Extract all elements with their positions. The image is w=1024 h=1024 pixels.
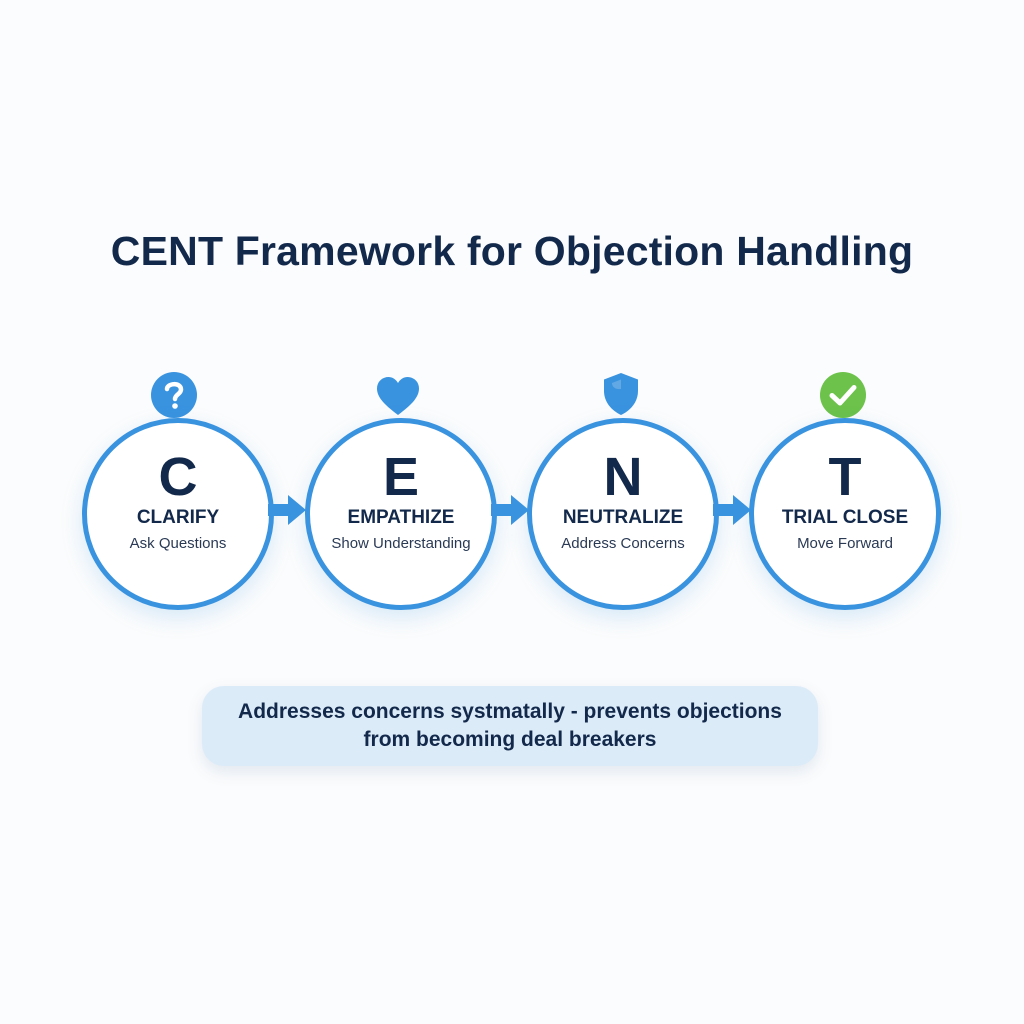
step-description: Move Forward [797,535,893,552]
step-letter: T [828,447,862,507]
step-description: Show Understanding [331,535,471,552]
step-name: TRIAL CLOSE [781,507,909,528]
heart-icon [377,377,419,415]
arrow-right-icon [491,495,529,525]
step-name: NEUTRALIZE [562,507,684,528]
step-letter: C [158,447,198,507]
question-icon [151,372,197,418]
summary-note-line-2: from becoming deal breakers [363,728,657,751]
summary-note-line-1: Addresses concerns systmatally - prevent… [238,700,782,723]
step-clarify: C CLARIFY Ask Questions [82,418,274,610]
step-empathize: E EMPATHIZE Show Understanding [305,418,497,610]
page-title: CENT Framework for Objection Handling [110,228,914,274]
step-description: Address Concerns [561,535,685,552]
arrow-right-icon [713,495,751,525]
step-name: CLARIFY [136,507,220,528]
shield-icon [604,373,638,415]
step-description: Ask Questions [129,535,227,552]
step-name: EMPATHIZE [347,507,455,528]
arrow-right-icon [268,495,306,525]
summary-note: Addresses concerns systmatally - prevent… [202,686,818,766]
step-neutralize: N NEUTRALIZE Address Concerns [527,418,719,610]
step-letter: N [603,447,643,507]
step-trial-close: T TRIAL CLOSE Move Forward [749,418,941,610]
step-letter: E [382,447,420,507]
check-icon [820,372,866,418]
